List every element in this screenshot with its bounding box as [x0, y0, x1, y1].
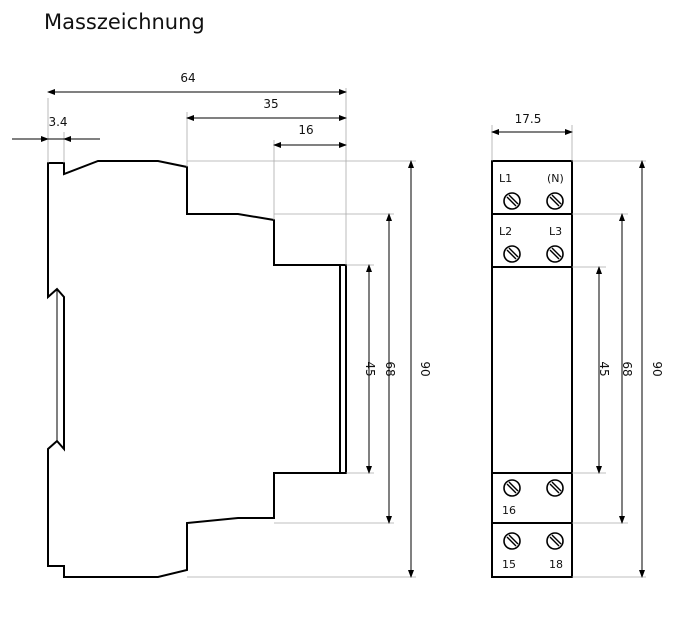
dim-label-overall-depth: 64 [180, 71, 195, 85]
front-view-outline [491, 160, 573, 578]
dim-label-overall-height: 90 [418, 361, 432, 376]
terminal-label-l3: L3 [549, 225, 562, 238]
terminal-label-l2: L2 [499, 225, 512, 238]
terminal-label-n: (N) [547, 172, 564, 185]
page-title: Masszeichnung [44, 10, 205, 34]
dim-label-cover-depth: 16 [298, 123, 313, 137]
dim-label-width: 17.5 [515, 112, 542, 126]
terminal-screws [503, 192, 564, 550]
side-view: 64 35 16 3.4 45 68 90 [12, 71, 432, 578]
front-cover-plate [339, 264, 347, 474]
side-view-outline [47, 160, 341, 578]
screw-icon [546, 532, 564, 550]
screw-icon [503, 192, 521, 210]
screw-icon [546, 192, 564, 210]
dim-label-front-view-front-height: 45 [597, 361, 611, 376]
screw-icon [546, 479, 564, 497]
screw-icon [503, 245, 521, 263]
dim-label-middle-height: 68 [383, 361, 397, 376]
dim-label-front-height: 45 [363, 361, 377, 376]
terminal-label-16: 16 [502, 504, 516, 517]
screw-icon [503, 532, 521, 550]
terminal-label-15: 15 [502, 558, 516, 571]
terminal-label-18: 18 [549, 558, 563, 571]
front-view: L1 (N) L2 L3 16 15 18 17.5 45 68 90 [491, 112, 664, 578]
screw-icon [546, 245, 564, 263]
dim-label-front-view-middle-height: 68 [620, 361, 634, 376]
terminal-label-l1: L1 [499, 172, 512, 185]
dim-label-front-view-overall-height: 90 [650, 361, 664, 376]
dim-label-front-depth: 35 [263, 97, 278, 111]
screw-icon [503, 479, 521, 497]
dim-label-rail-offset: 3.4 [48, 115, 67, 129]
